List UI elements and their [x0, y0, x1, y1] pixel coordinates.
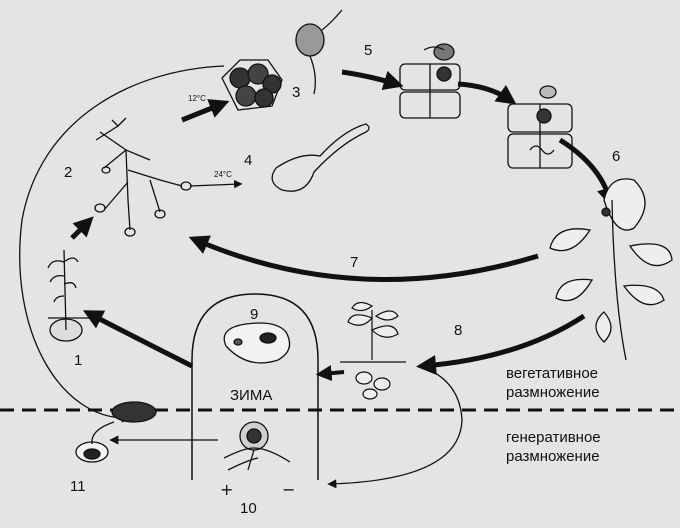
stage-number-6: 6	[612, 148, 621, 165]
sprouting-plant	[47, 249, 92, 342]
conidiophore	[94, 117, 192, 237]
sporangium	[221, 9, 343, 111]
generative-label-line1: генеративное	[506, 429, 601, 446]
stage-number-4: 4	[244, 152, 253, 169]
germ-tube	[271, 123, 370, 192]
vegetative-label-line1: вегетативное	[506, 365, 599, 382]
stage-number-8: 8	[454, 322, 463, 339]
arrow-to-oospore	[327, 365, 463, 489]
mating-type-minus: −	[282, 480, 296, 499]
arrow-to-stage6	[457, 81, 517, 105]
arrow-to-stage1	[82, 310, 194, 369]
arrow-stage7	[188, 235, 539, 282]
temperature-warm: 24°C	[214, 170, 232, 179]
germinating-oospore	[75, 401, 157, 463]
arrow-to-sporangium	[181, 99, 230, 123]
winter-label: ЗИМА	[230, 387, 273, 404]
arrow-to-winter	[315, 365, 345, 382]
outer-cycle-line	[19, 65, 225, 423]
infected-tuber	[223, 322, 291, 364]
stage-number-2: 2	[64, 164, 73, 181]
oospore-formation	[223, 421, 291, 471]
stage-number-3: 3	[292, 84, 301, 101]
mating-type-plus: +	[220, 480, 234, 499]
stage-number-5: 5	[364, 42, 373, 59]
arrow-stage4	[189, 180, 243, 189]
stage-number-11: 11	[70, 478, 86, 495]
haustoria	[507, 85, 573, 169]
stage-number-10: 10	[240, 500, 257, 517]
stage-number-9: 9	[250, 306, 259, 323]
stage-number-1: 1	[74, 352, 83, 369]
vegetative-label-line2: размножение	[506, 384, 600, 401]
stage-number-7: 7	[350, 254, 359, 271]
temperature-cold: 12°C	[188, 94, 206, 103]
arrow-stage6	[558, 137, 617, 208]
arrow-stage8	[416, 313, 586, 375]
potato-plant-tubers	[340, 301, 406, 400]
potato-leaves	[549, 178, 673, 361]
arrow-stage1-to-2	[70, 216, 94, 240]
winter-arch	[191, 293, 319, 480]
generative-label-line2: размножение	[506, 448, 600, 465]
arrow-stage5	[341, 69, 404, 91]
leaf-infection	[399, 43, 461, 119]
